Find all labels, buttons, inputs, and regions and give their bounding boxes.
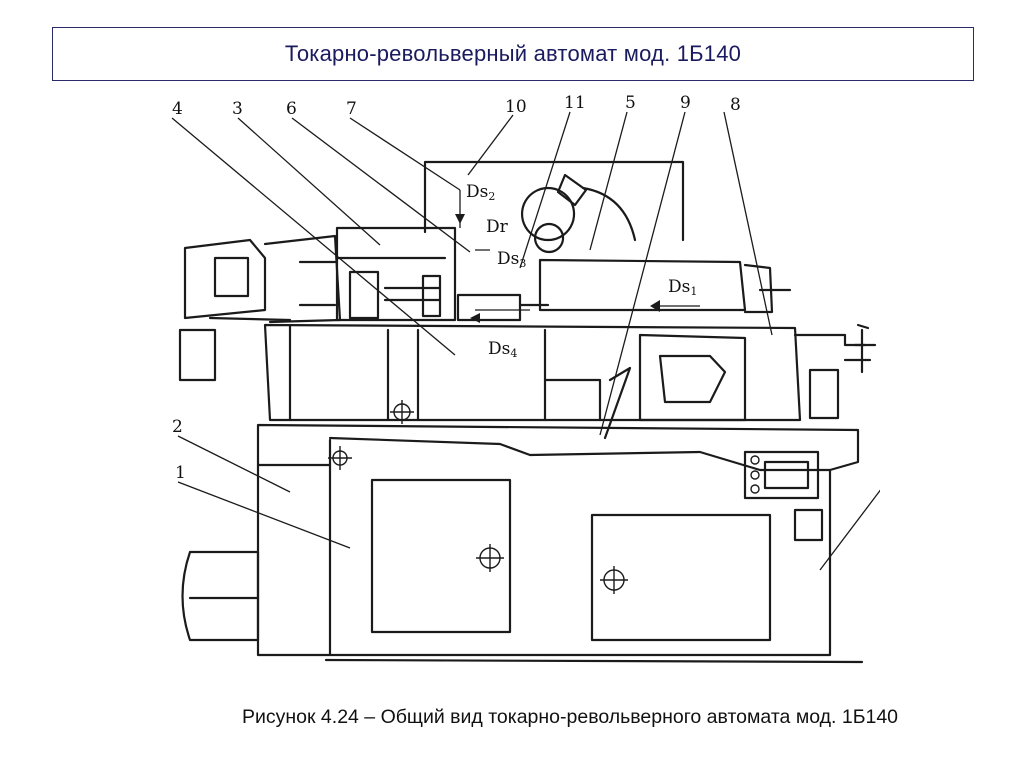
lamp [556, 173, 637, 242]
top-slide [335, 226, 457, 322]
part-label-7: 7 [346, 99, 357, 119]
leader-3 [237, 117, 381, 246]
machine-body [263, 323, 802, 422]
part-label-1: 1 [175, 463, 186, 483]
figure-caption: Рисунок 4.24 – Общий вид токарно-револьв… [241, 706, 899, 728]
bed [256, 423, 860, 657]
turret-head [520, 186, 576, 254]
leader-7 [349, 117, 461, 191]
arrow-ds1 [650, 300, 660, 312]
door-right [590, 513, 772, 642]
leader-6 [291, 117, 471, 253]
motion-ds3: Ds3 [497, 249, 526, 270]
motion-ds4: Ds4 [488, 339, 517, 360]
leader-10 [467, 114, 514, 176]
part-label-6: 6 [286, 99, 297, 119]
turret-slide [456, 293, 522, 322]
floor-line [324, 658, 864, 664]
part-label-10: 10 [505, 97, 527, 117]
leader-12 [819, 489, 880, 571]
part-label-8: 8 [730, 95, 741, 115]
title-frame: Токарно-револьверный автомат мод. 1Б140 [52, 27, 974, 81]
upper-housing [423, 160, 685, 242]
part-label-9: 9 [680, 93, 691, 113]
leader-5 [589, 111, 628, 251]
slide-title: Токарно-револьверный автомат мод. 1Б140 [284, 41, 742, 66]
leader-11 [519, 111, 571, 269]
motor [181, 550, 260, 642]
handwheel [853, 323, 877, 374]
leader-4 [171, 117, 456, 356]
spindle-head [183, 238, 267, 320]
motion-ds1: Ds1 [668, 277, 697, 298]
part-label-2: 2 [172, 417, 183, 437]
door-left [370, 478, 512, 634]
part-label-4: 4 [172, 99, 183, 119]
leader-8 [723, 111, 773, 336]
motion-dr: Dr [486, 217, 509, 237]
motion-ds2: Ds2 [466, 182, 495, 203]
machine-drawing: 1 2 3 4 5 6 7 8 9 10 11 12 Ds2 Dr Ds3 Ds… [150, 88, 880, 680]
part-label-11: 11 [564, 93, 586, 113]
arrow-ds2 [455, 214, 465, 224]
part-label-3: 3 [232, 99, 243, 119]
part-label-5: 5 [625, 93, 636, 113]
leader-2 [177, 435, 291, 493]
machine-svg: 1 2 3 4 5 6 7 8 9 10 11 12 Ds2 Dr Ds3 Ds… [171, 93, 880, 664]
leader-9 [599, 111, 686, 436]
arrow-ds3 [470, 313, 480, 323]
leader-1 [177, 481, 351, 549]
